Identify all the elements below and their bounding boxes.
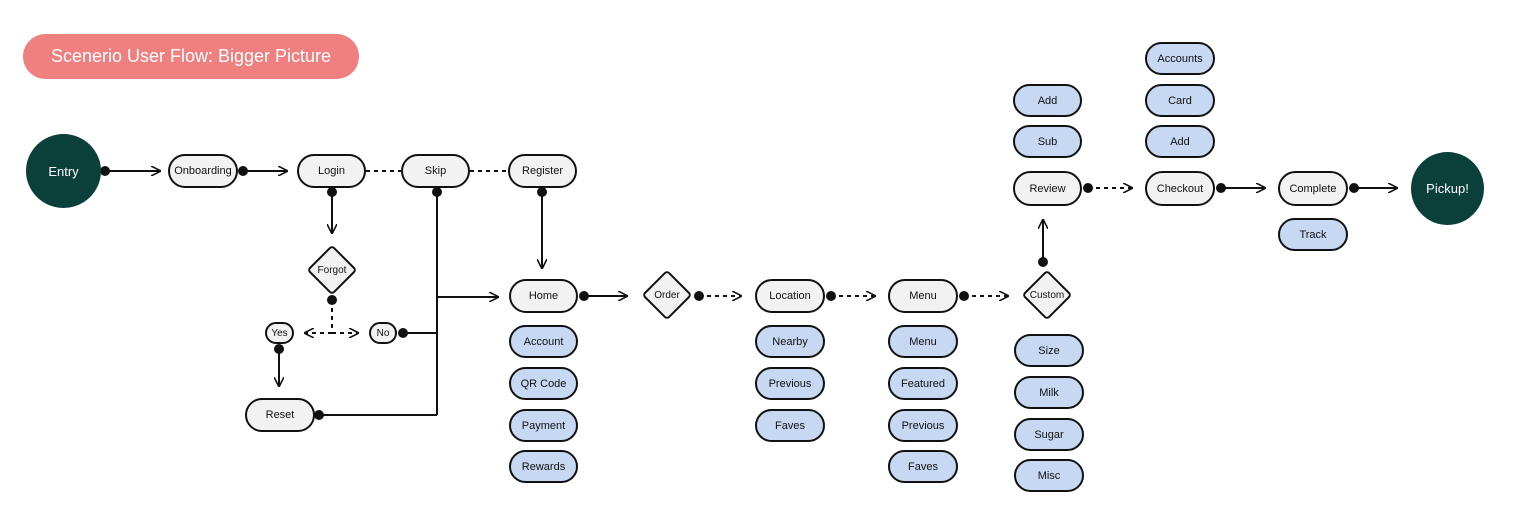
order-label: Order xyxy=(654,289,680,301)
home-option-qr-code[interactable]: QR Code xyxy=(509,367,578,400)
menu-option-faves[interactable]: Faves xyxy=(888,450,958,483)
node-home[interactable]: Home xyxy=(509,279,578,313)
node-order[interactable]: Order xyxy=(641,269,693,321)
menu-option-featured[interactable]: Featured xyxy=(888,367,958,400)
node-no[interactable]: No xyxy=(369,322,397,344)
location-option-previous[interactable]: Previous xyxy=(755,367,825,400)
node-yes[interactable]: Yes xyxy=(265,322,294,344)
node-location[interactable]: Location xyxy=(755,279,825,313)
custom-label: Custom xyxy=(1029,289,1065,301)
home-option-payment[interactable]: Payment xyxy=(509,409,578,442)
home-option-account[interactable]: Account xyxy=(509,325,578,358)
node-forgot[interactable]: Forgot xyxy=(306,244,358,296)
menu-option-menu[interactable]: Menu xyxy=(888,325,958,358)
node-custom[interactable]: Custom xyxy=(1021,269,1073,321)
node-checkout[interactable]: Checkout xyxy=(1145,171,1215,206)
node-register[interactable]: Register xyxy=(508,154,577,188)
node-review[interactable]: Review xyxy=(1013,171,1082,206)
forgot-label: Forgot xyxy=(317,264,347,276)
node-skip[interactable]: Skip xyxy=(401,154,470,188)
home-option-rewards[interactable]: Rewards xyxy=(509,450,578,483)
custom-option-milk[interactable]: Milk xyxy=(1014,376,1084,409)
menu-option-previous[interactable]: Previous xyxy=(888,409,958,442)
node-track[interactable]: Track xyxy=(1278,218,1348,251)
connector-dots xyxy=(100,166,1359,420)
node-pickup[interactable]: Pickup! xyxy=(1411,152,1484,225)
custom-option-size[interactable]: Size xyxy=(1014,334,1084,367)
node-onboarding[interactable]: Onboarding xyxy=(168,154,238,188)
custom-option-misc[interactable]: Misc xyxy=(1014,459,1084,492)
location-option-nearby[interactable]: Nearby xyxy=(755,325,825,358)
checkout-option-add[interactable]: Add xyxy=(1145,125,1215,158)
location-option-faves[interactable]: Faves xyxy=(755,409,825,442)
checkout-option-card[interactable]: Card xyxy=(1145,84,1215,117)
page-title: Scenerio User Flow: Bigger Picture xyxy=(23,34,359,79)
node-reset[interactable]: Reset xyxy=(245,398,315,432)
checkout-option-accounts[interactable]: Accounts xyxy=(1145,42,1215,75)
review-option-add[interactable]: Add xyxy=(1013,84,1082,117)
node-complete[interactable]: Complete xyxy=(1278,171,1348,206)
node-entry[interactable]: Entry xyxy=(26,134,101,208)
review-option-sub[interactable]: Sub xyxy=(1013,125,1082,158)
node-login[interactable]: Login xyxy=(297,154,366,188)
node-menu[interactable]: Menu xyxy=(888,279,958,313)
custom-option-sugar[interactable]: Sugar xyxy=(1014,418,1084,451)
